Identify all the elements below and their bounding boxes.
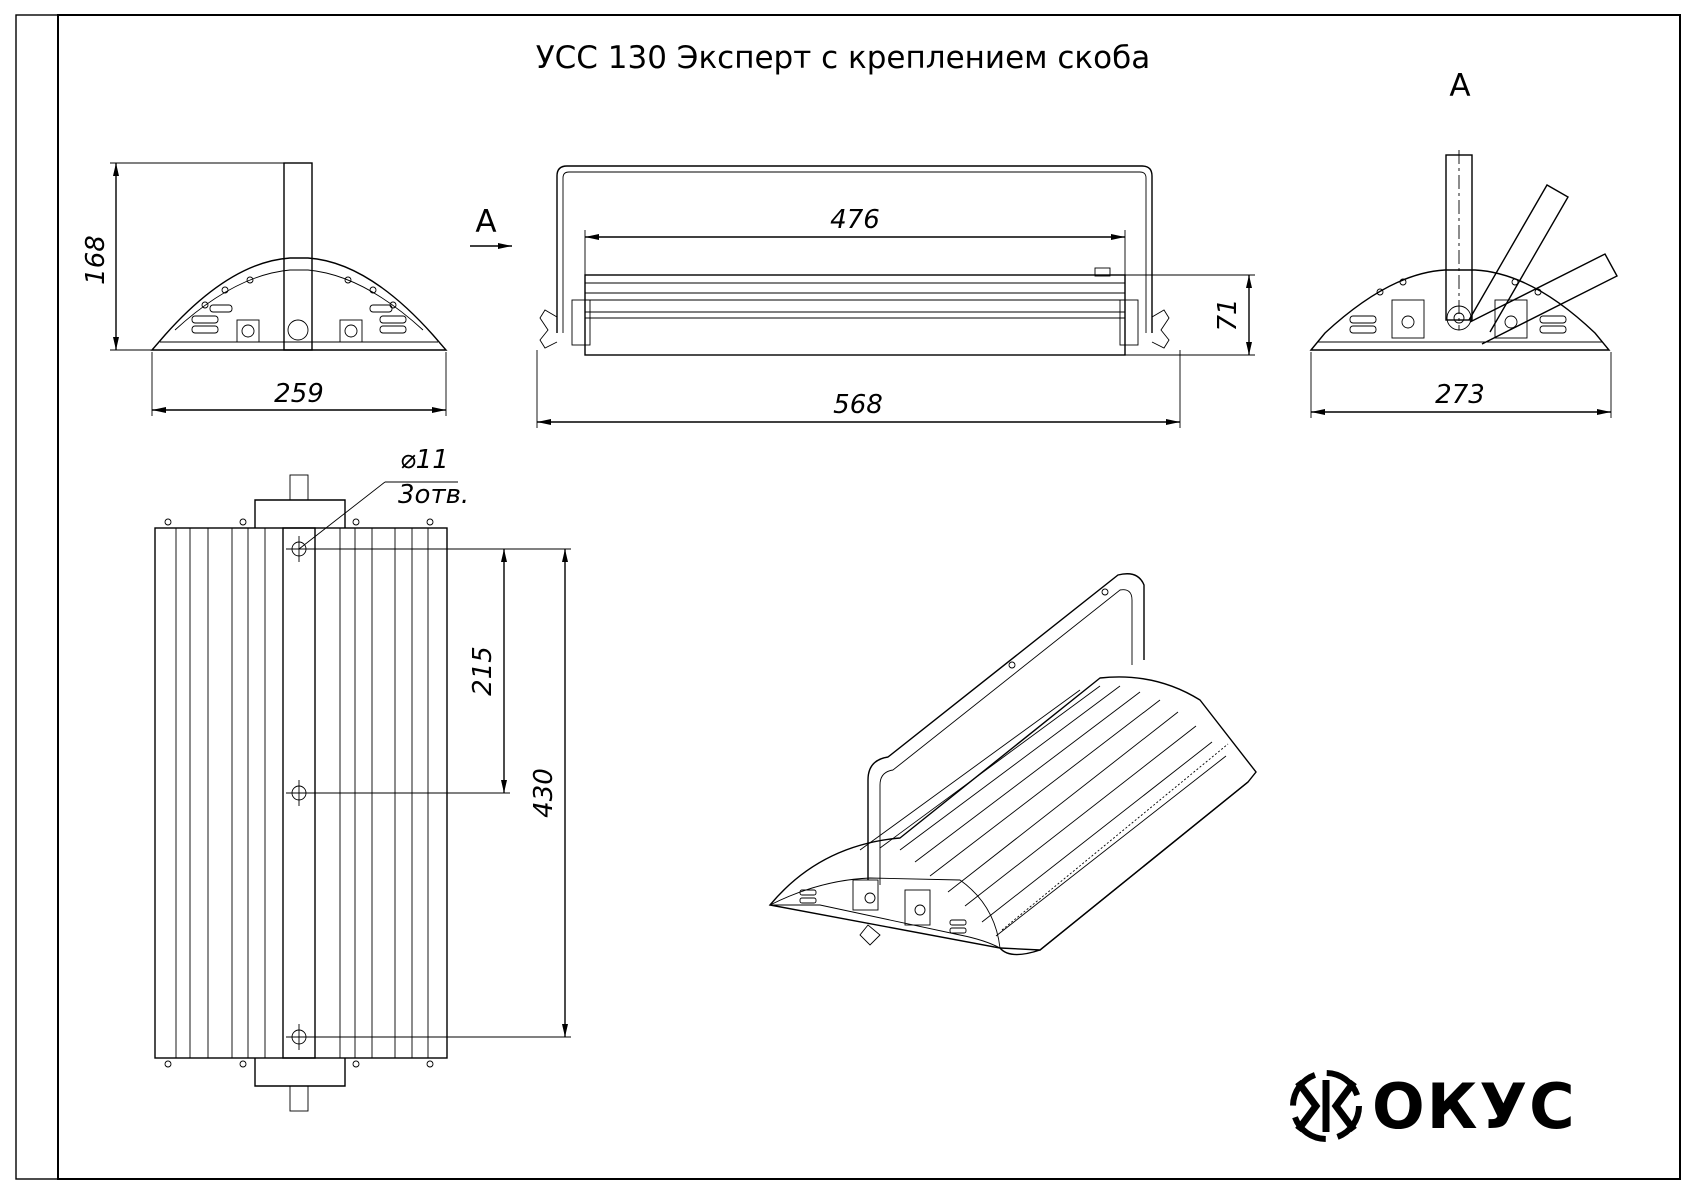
dim-side-width: 259 — [151, 352, 447, 416]
dim-side-height: 168 — [81, 162, 284, 351]
front-view — [539, 165, 1170, 356]
dim-label-568: 568 — [833, 390, 883, 420]
hole-callout: ⌀11 3отв. — [298, 445, 469, 550]
logo-zh-mark — [1290, 1070, 1362, 1142]
dim-label-430: 430 — [529, 768, 559, 818]
dim-front-inner: 476 — [584, 205, 1126, 275]
dim-label-273: 273 — [1435, 380, 1485, 410]
side-view — [150, 162, 448, 351]
dim-front-total: 568 — [536, 350, 1181, 428]
dim-label-71: 71 — [1213, 298, 1243, 331]
dim-view-a-width: 273 — [1310, 352, 1612, 418]
view-marker-a: А — [475, 204, 496, 240]
view-a: А — [1309, 68, 1618, 351]
view-a-label: А — [1449, 68, 1470, 104]
logo-text: ОКУС — [1372, 1070, 1577, 1143]
dim-bottom-length: 430 — [312, 548, 571, 1038]
inner-frame — [57, 14, 1681, 1180]
dim-hole-spacing: 215 — [312, 548, 510, 794]
hole-diameter-label: ⌀11 — [400, 445, 449, 475]
dim-label-476: 476 — [830, 205, 880, 235]
bottom-view — [154, 474, 448, 1112]
logo: ОКУС — [1290, 1070, 1577, 1143]
drawing-title: УСС 130 Эксперт с креплением скоба — [536, 40, 1151, 76]
dim-label-215: 215 — [468, 646, 498, 696]
isometric-view — [768, 573, 1257, 956]
hole-count-label: 3отв. — [398, 480, 469, 510]
dim-front-height: 71 — [1125, 274, 1255, 356]
view-arrow-a: А — [470, 204, 512, 249]
dim-label-259: 259 — [274, 379, 324, 409]
dim-label-168: 168 — [81, 235, 111, 285]
outer-frame — [15, 14, 1681, 1180]
